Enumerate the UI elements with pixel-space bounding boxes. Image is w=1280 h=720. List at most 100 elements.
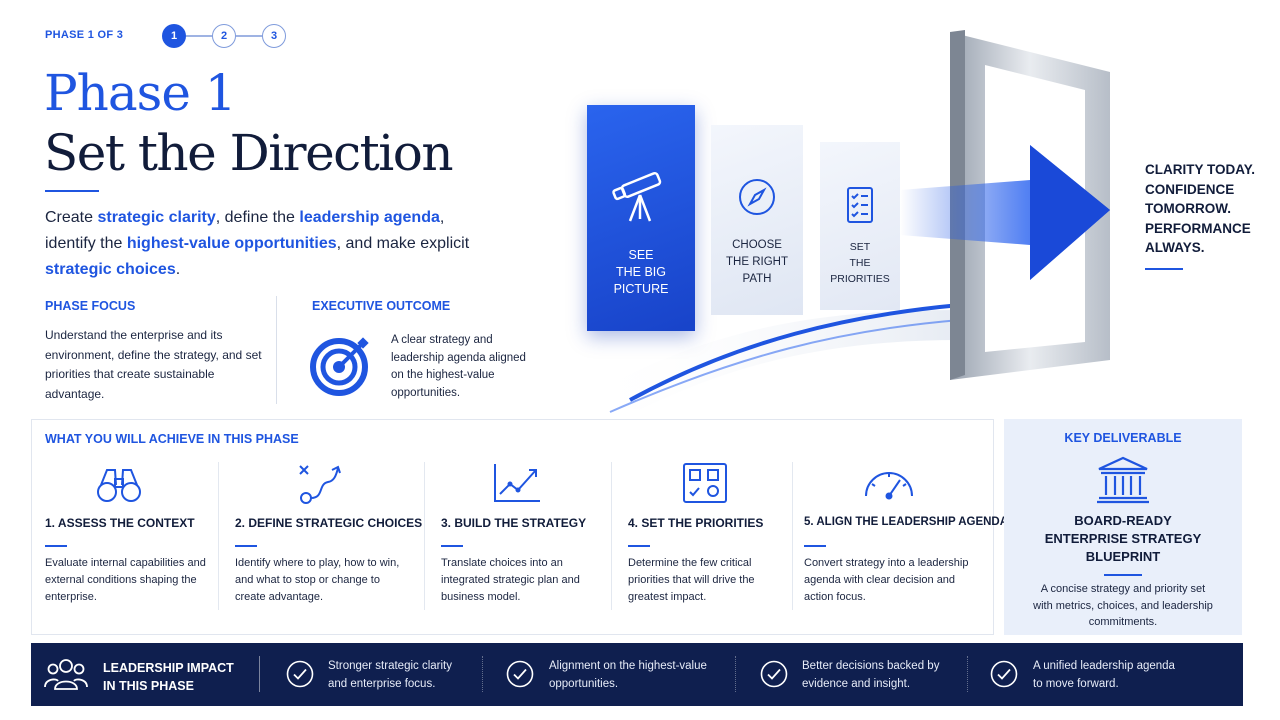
check-circle-icon — [506, 660, 534, 693]
intro-paragraph: Create strategic clarity, define the lea… — [45, 205, 485, 283]
leadership-impact-title-line: IN THIS PHASE — [103, 679, 194, 693]
leadership-impact-bar — [31, 643, 1243, 706]
phase-focus-heading: PHASE FOCUS — [45, 299, 136, 313]
tagline-line: TOMORROW. — [1145, 201, 1231, 216]
impact-item-line: opportunities. — [549, 677, 619, 690]
target-icon — [309, 333, 373, 402]
achieve-item-text: Translate choices into an integrated str… — [441, 557, 580, 603]
achieve-item-title: 4. SET THE PRIORITIES — [628, 516, 764, 530]
compass-icon — [737, 177, 777, 223]
hero-card-set: SET THE PRIORITIES — [820, 142, 900, 310]
tagline-line: ALWAYS. — [1145, 240, 1205, 255]
phase-focus-text: Understand the enterprise and its enviro… — [45, 328, 262, 401]
section-divider — [276, 296, 277, 404]
hero-card-line1: SEE — [628, 248, 654, 262]
intro-emphasis: leadership agenda — [299, 209, 440, 226]
achieve-panel — [31, 419, 994, 635]
intro-text: Create — [45, 209, 98, 226]
tagline-line: PERFORMANCE — [1145, 220, 1251, 236]
intro-text: , identify the — [45, 209, 445, 252]
achieve-item-text: Convert strategy into a leadership agend… — [804, 557, 969, 603]
checklist-icon — [846, 186, 874, 229]
stepper-connector — [186, 35, 212, 37]
achieve-item-title: 1. ASSESS THE CONTEXT — [45, 516, 195, 530]
impact-item-line: Better decisions backed by — [802, 660, 940, 672]
key-deliverable-title: BOARD-READY ENTERPRISE STRATEGY BLUEPRIN… — [1004, 512, 1242, 566]
achieve-item-text: Identify where to play, how to win, and … — [235, 557, 400, 603]
bar-divider — [259, 656, 260, 692]
step-1[interactable]: 1 — [162, 24, 186, 48]
impact-item-line: Stronger strategic clarity — [328, 660, 452, 672]
impact-item-line: to move forward. — [1033, 677, 1119, 690]
intro-text: . — [175, 261, 181, 278]
executive-outcome-text: A clear strategy and leadership agenda a… — [391, 334, 526, 399]
executive-outcome-heading: EXECUTIVE OUTCOME — [312, 299, 451, 313]
achieve-item-text: Evaluate internal capabilities and exter… — [45, 557, 206, 603]
column-divider — [792, 462, 793, 610]
tagline-line: CLARITY TODAY. — [1145, 162, 1256, 177]
impact-item-text: Alignment on the highest-value opportuni… — [549, 658, 707, 693]
key-deliverable-title-line: BLUEPRINT — [1085, 549, 1161, 564]
achieve-item-divider — [45, 545, 67, 547]
key-deliverable-title-line: ENTERPRISE STRATEGY — [1044, 531, 1202, 546]
impact-item-line: A unified leadership agenda — [1033, 660, 1175, 672]
hero-card-line1: SET — [849, 241, 871, 253]
achieve-item-title: 5. ALIGN THE LEADERSHIP AGENDA — [804, 516, 1009, 528]
intro-text: , and make explicit — [336, 235, 470, 252]
hero-card-line2: THE PRIORITIES — [830, 257, 890, 285]
intro-emphasis: strategic choices — [45, 261, 176, 278]
institution-icon — [1095, 455, 1151, 510]
achieve-item-divider — [628, 545, 650, 547]
hero-card-line1: CHOOSE — [732, 239, 782, 251]
impact-item-text: Better decisions backed by evidence and … — [802, 658, 939, 693]
intro-emphasis: strategic clarity — [97, 209, 216, 226]
column-divider — [218, 462, 219, 610]
growth-chart-icon — [492, 462, 542, 509]
hero-card-line2: THE RIGHT PATH — [726, 256, 788, 285]
hero-card-see: SEE THE BIG PICTURE — [587, 105, 695, 331]
page-title: Set the Direction — [44, 124, 454, 182]
page-title-phase: Phase 1 — [44, 64, 237, 122]
key-deliverable-panel — [1004, 419, 1242, 635]
check-circle-icon — [760, 660, 788, 693]
title-divider — [45, 190, 99, 192]
telescope-icon — [610, 163, 672, 231]
impact-item-line: evidence and insight. — [802, 677, 911, 690]
hero-card-line2: THE BIG PICTURE — [613, 265, 669, 296]
impact-item-text: Stronger strategic clarity and enterpris… — [328, 658, 452, 693]
binoculars-icon — [95, 465, 143, 508]
phase-stepper: 1 2 3 — [162, 24, 286, 48]
intro-emphasis: highest-value opportunities — [126, 235, 337, 252]
check-circle-icon — [990, 660, 1018, 693]
bar-divider — [482, 656, 483, 692]
path-choice-icon — [296, 462, 344, 511]
step-3[interactable]: 3 — [262, 24, 286, 48]
step-2[interactable]: 2 — [212, 24, 236, 48]
gauge-icon — [862, 464, 916, 505]
achieve-item-divider — [804, 545, 826, 547]
impact-item-text: A unified leadership agenda to move forw… — [1033, 658, 1175, 693]
leadership-impact-title-line: LEADERSHIP IMPACT — [103, 661, 234, 675]
achieve-item-title: 3. BUILD THE STRATEGY — [441, 516, 587, 530]
key-deliverable-heading: KEY DELIVERABLE — [1064, 431, 1182, 445]
stepper-connector — [236, 35, 262, 37]
key-deliverable-divider — [1104, 574, 1142, 576]
bar-divider — [967, 656, 968, 692]
impact-item-line: Alignment on the highest-value — [549, 660, 707, 672]
key-deliverable-text: A concise strategy and priority set with… — [1033, 583, 1213, 628]
tagline-line: CONFIDENCE — [1145, 181, 1235, 197]
achieve-heading: WHAT YOU WILL ACHIEVE IN THIS PHASE — [45, 432, 299, 446]
priority-board-icon — [682, 462, 728, 509]
hero-card-choose: CHOOSE THE RIGHT PATH — [711, 125, 803, 315]
hero-illustration — [580, 30, 1110, 413]
achieve-item-text: Determine the few critical priorities th… — [628, 557, 755, 603]
tagline: CLARITY TODAY. CONFIDENCE TOMORROW. PERF… — [1145, 160, 1275, 258]
achieve-item-divider — [235, 545, 257, 547]
impact-item-line: and enterprise focus. — [328, 677, 436, 690]
phase-label: PHASE 1 OF 3 — [45, 29, 124, 41]
team-icon — [44, 657, 88, 696]
column-divider — [611, 462, 612, 610]
achieve-item-divider — [441, 545, 463, 547]
key-deliverable-title-line: BOARD-READY — [1074, 513, 1172, 528]
check-circle-icon — [286, 660, 314, 693]
